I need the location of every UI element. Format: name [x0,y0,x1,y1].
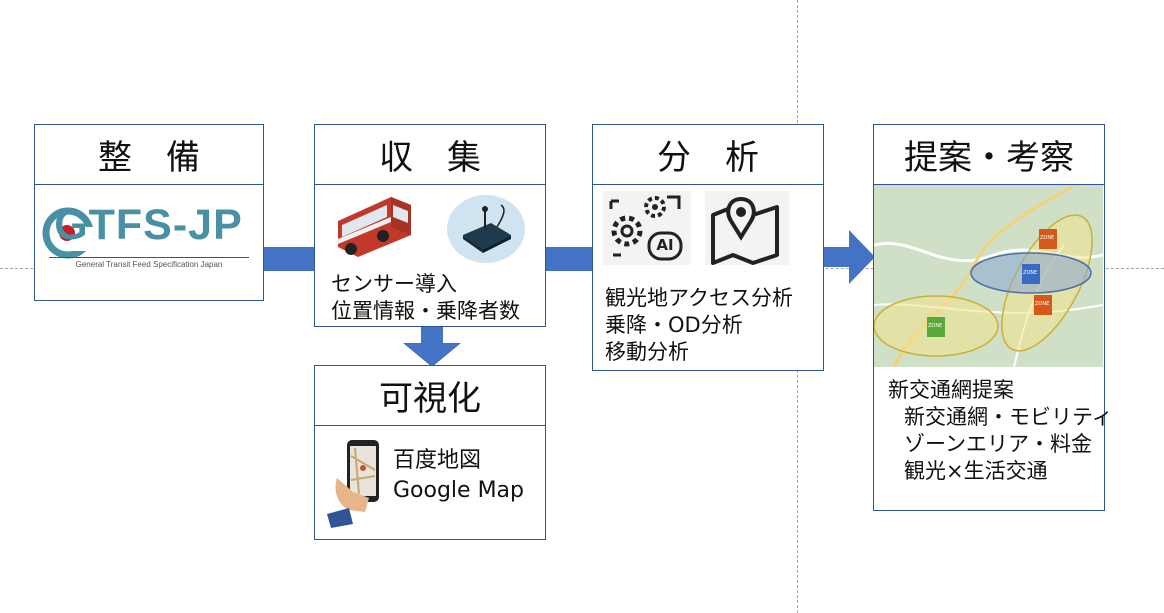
stage-shushu-line-2: 位置情報・乗降者数 [331,299,520,323]
zone-label-4: ZONE [928,323,943,329]
arrow-shushu-to-kashika [403,325,461,367]
stage-shushu: 収 集 センサー導入 位置情報・乗降者数 [314,124,546,327]
stage-teian: 提案・考察 ZONE ZONE ZONE ZONE 新交通網提案 新交通網・モビ… [873,124,1113,511]
arrow-shushu-to-bunseki [545,247,595,271]
stage-teian-line-1: 新交通網提案 [888,378,1014,402]
ai-label: AI [656,236,674,254]
stage-kashika-description: 百度地図 Google Map [393,446,524,506]
stage-shushu-title: 収 集 [315,125,545,185]
gtfs-jp-logo-subtitle: General Transit Feed Specification Japan [49,257,249,269]
gtfs-jp-logo: GTFS-JP General Transit Feed Specificati… [35,197,263,287]
zone-map-image [874,185,1103,367]
stage-teian-line-2: 新交通網・モビリティ [904,405,1113,429]
zone-label-1: ZONE [1040,235,1055,241]
stage-teian-line-4: 観光×生活交通 [904,459,1048,483]
arrow-seibi-to-shushu [262,247,316,271]
stage-shushu-description: センサー導入 位置情報・乗降者数 [331,271,520,325]
stage-seibi-title: 整 備 [35,125,263,185]
map-pin-icon [705,191,789,265]
sensor-device-icon [447,195,525,263]
stage-shushu-line-1: センサー導入 [331,272,457,296]
stage-bunseki: 分 析 AI 観光地アクセス分析 乗降・OD分析 移動分析 [592,124,824,371]
arrow-bunseki-to-teian [823,230,875,284]
stage-bunseki-line-1: 観光地アクセス分析 [605,286,793,310]
stage-seibi: 整 備 GTFS-JP General Transit Feed Specifi… [34,124,264,301]
stage-bunseki-description: 観光地アクセス分析 乗降・OD分析 移動分析 [605,285,793,366]
gtfs-jp-logo-text: GTFS-JP [54,201,243,249]
stage-kashika-line-2: Google Map [393,478,525,503]
stage-kashika: 可視化 百度地図 Google Map [314,365,546,540]
bus-icon [338,197,411,257]
zone-label-3: ZONE [1035,301,1050,307]
zone-label-2: ZONE [1023,270,1038,276]
stage-kashika-title: 可視化 [315,366,545,426]
stage-teian-title: 提案・考察 [874,125,1104,185]
stage-bunseki-line-2: 乗降・OD分析 [605,313,743,337]
stage-bunseki-line-3: 移動分析 [605,340,689,364]
smartphone-map-icon [327,440,379,528]
stage-bunseki-title: 分 析 [593,125,823,185]
stage-teian-line-3: ゾーンエリア・料金 [904,432,1092,456]
stage-kashika-line-1: 百度地図 [393,448,482,473]
stage-teian-description: 新交通網提案 新交通網・モビリティ ゾーンエリア・料金 観光×生活交通 [888,377,1113,485]
ai-gears-icon: AI [603,191,691,265]
